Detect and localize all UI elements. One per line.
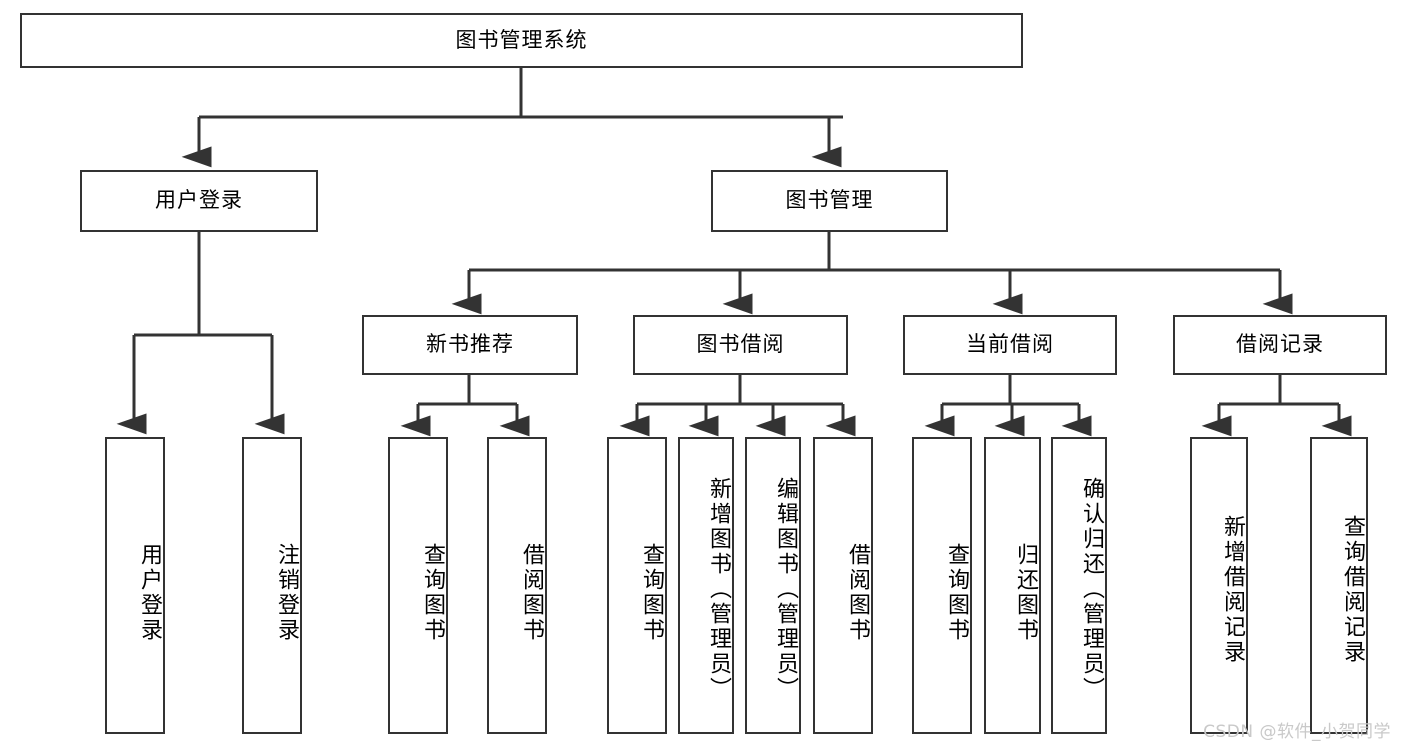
node-root-label: 图书管理系统: [455, 27, 588, 52]
node-leaf-query-book-2-label: 查询图书: [639, 542, 664, 643]
node-leaf-query-record-label: 查询借阅记录: [1340, 514, 1365, 665]
node-leaf-borrow-book-2[interactable]: 借阅图书: [813, 437, 873, 734]
node-leaf-confirm-return-label: 确认归还（管理员）: [1079, 477, 1104, 702]
node-leaf-query-book-1-label: 查询图书: [420, 542, 445, 643]
node-leaf-edit-book[interactable]: 编辑图书（管理员）: [745, 437, 801, 734]
node-book-borrow[interactable]: 图书借阅: [633, 315, 848, 375]
node-leaf-edit-book-label: 编辑图书（管理员）: [773, 477, 798, 702]
node-leaf-user-login[interactable]: 用户登录: [105, 437, 165, 734]
csdn-watermark: CSDN @软件_小贺同学: [1203, 722, 1391, 742]
node-user-login-label: 用户登录: [155, 188, 243, 213]
node-borrow-record[interactable]: 借阅记录: [1173, 315, 1387, 375]
node-new-book-rec[interactable]: 新书推荐: [362, 315, 578, 375]
node-new-book-rec-label: 新书推荐: [426, 332, 514, 357]
node-leaf-borrow-book-1[interactable]: 借阅图书: [487, 437, 547, 734]
node-leaf-query-record[interactable]: 查询借阅记录: [1310, 437, 1368, 734]
node-leaf-add-book-label: 新增图书（管理员）: [706, 477, 731, 702]
node-leaf-borrow-book-2-label: 借阅图书: [845, 542, 870, 643]
node-user-login[interactable]: 用户登录: [80, 170, 318, 232]
node-current-borrow[interactable]: 当前借阅: [903, 315, 1117, 375]
node-root[interactable]: 图书管理系统: [20, 13, 1023, 68]
node-leaf-logout[interactable]: 注销登录: [242, 437, 302, 734]
node-leaf-logout-label: 注销登录: [274, 542, 299, 643]
node-leaf-confirm-return[interactable]: 确认归还（管理员）: [1051, 437, 1107, 734]
node-leaf-add-record[interactable]: 新增借阅记录: [1190, 437, 1248, 734]
node-leaf-query-book-1[interactable]: 查询图书: [388, 437, 448, 734]
node-current-borrow-label: 当前借阅: [966, 332, 1054, 357]
node-leaf-query-book-3[interactable]: 查询图书: [912, 437, 972, 734]
node-leaf-return-book[interactable]: 归还图书: [984, 437, 1041, 734]
node-leaf-user-login-label: 用户登录: [137, 542, 162, 643]
node-leaf-query-book-2[interactable]: 查询图书: [607, 437, 667, 734]
node-leaf-return-book-label: 归还图书: [1013, 542, 1038, 643]
node-leaf-query-book-3-label: 查询图书: [944, 542, 969, 643]
node-borrow-record-label: 借阅记录: [1236, 332, 1324, 357]
node-book-borrow-label: 图书借阅: [696, 332, 785, 357]
node-leaf-add-book[interactable]: 新增图书（管理员）: [678, 437, 734, 734]
node-book-manage[interactable]: 图书管理: [711, 170, 948, 232]
node-leaf-borrow-book-1-label: 借阅图书: [519, 542, 544, 643]
node-book-manage-label: 图书管理: [785, 188, 874, 213]
node-leaf-add-record-label: 新增借阅记录: [1220, 514, 1245, 665]
